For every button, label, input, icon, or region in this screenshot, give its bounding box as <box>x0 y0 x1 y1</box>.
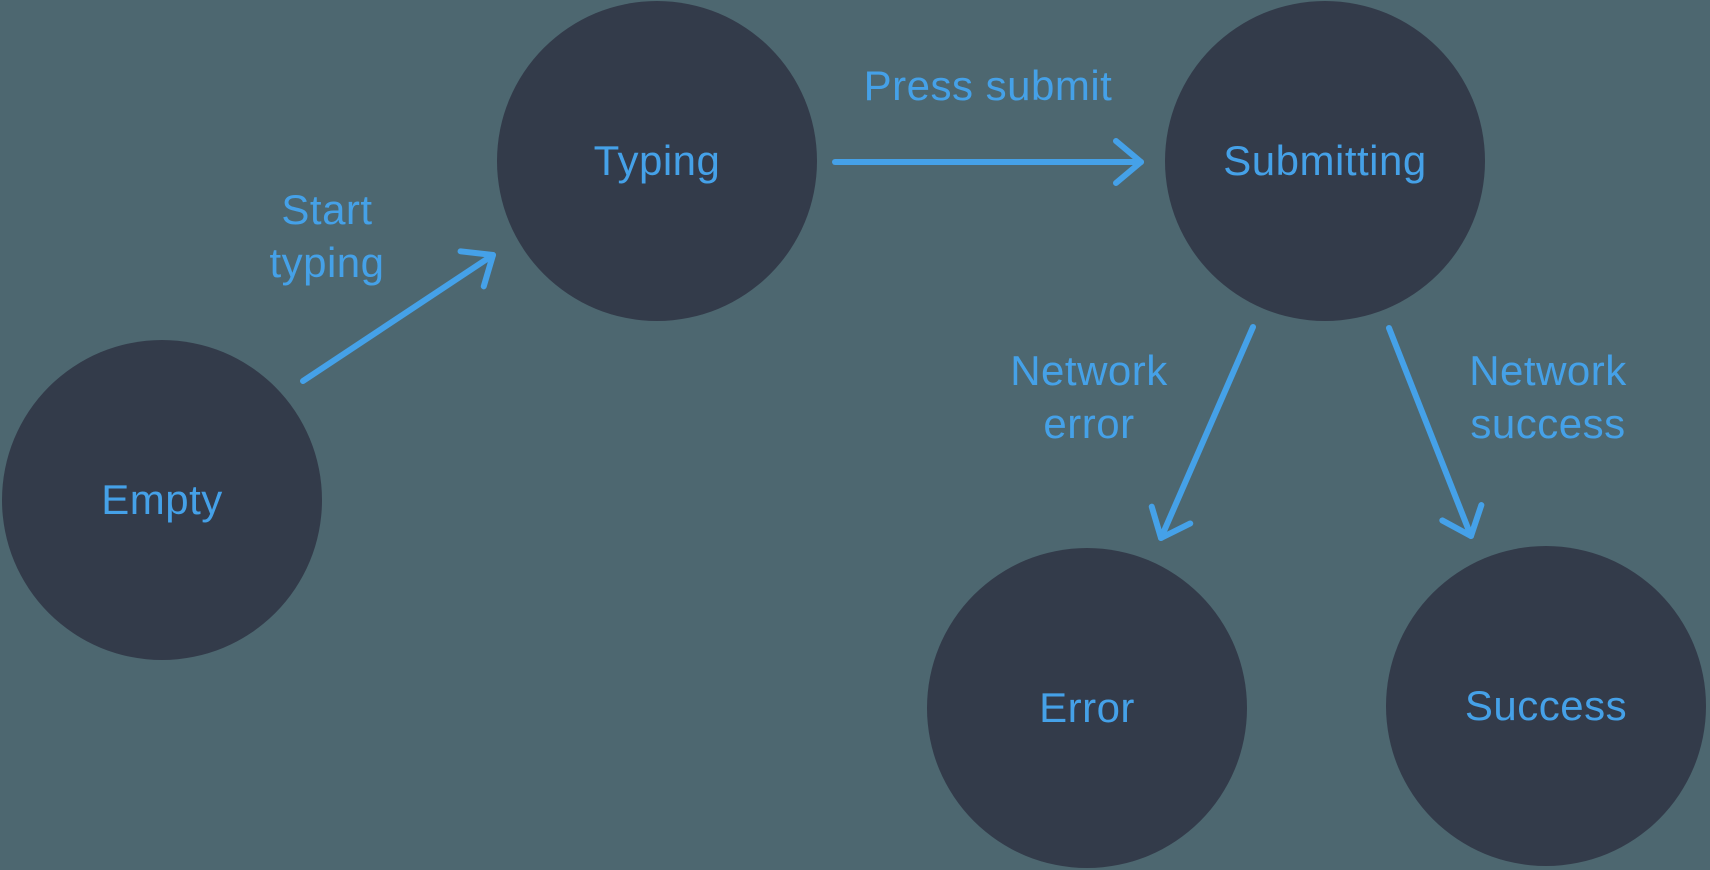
node-error-label: Error <box>1039 684 1135 731</box>
edge-label-line: Press submit <box>863 62 1113 109</box>
node-empty-label: Empty <box>101 476 223 523</box>
edge-label-line: Network <box>1010 347 1168 394</box>
edge-label-press-submit: Press submit <box>828 64 1148 108</box>
arrow-submitting-to-error <box>1148 324 1256 541</box>
arrow-empty-to-typing <box>300 248 496 384</box>
arrow-submitting-to-success <box>1386 325 1485 539</box>
node-submitting-label: Submitting <box>1223 137 1427 184</box>
node-success-label: Success <box>1464 682 1628 729</box>
node-empty: Empty <box>2 340 322 660</box>
edge-label-line: typing <box>269 239 385 286</box>
edge-label-line: Network <box>1469 347 1627 394</box>
edge-label-network-error: Network error <box>929 344 1249 450</box>
edge-label-network-success: Network success <box>1388 344 1708 450</box>
node-typing: Typing <box>497 1 817 321</box>
edge-label-line: Start <box>281 186 373 233</box>
node-submitting: Submitting <box>1165 1 1485 321</box>
edge-label-start-typing: Start typing <box>167 183 487 289</box>
node-success: Success <box>1386 546 1706 866</box>
node-error: Error <box>927 548 1247 868</box>
edge-label-line: error <box>1043 400 1135 447</box>
node-typing-label: Typing <box>593 137 721 184</box>
edge-label-line: success <box>1470 400 1626 447</box>
